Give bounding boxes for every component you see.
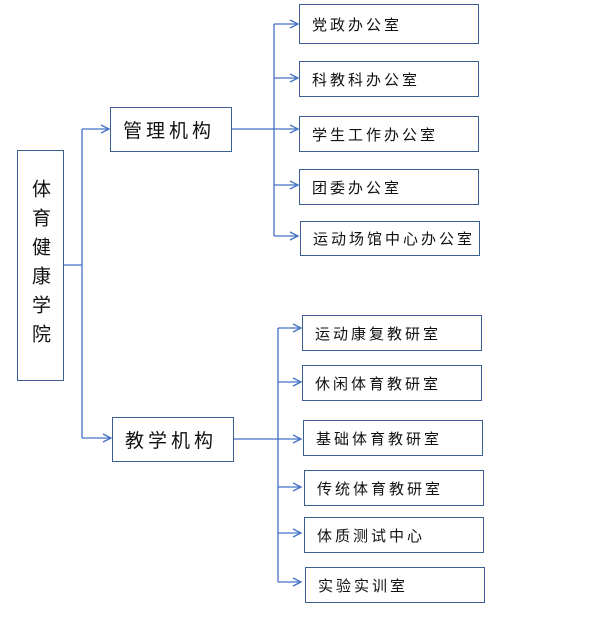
branch-label: 教学机构 — [125, 430, 218, 452]
arrowhead — [292, 377, 303, 387]
arrowhead — [289, 19, 300, 29]
leaf-node: 实验实训室 — [305, 567, 485, 603]
leaf-node: 运动康复教研室 — [302, 315, 482, 351]
branch-management: 管理机构 — [110, 107, 232, 152]
leaf-label: 科教科办公室 — [312, 70, 421, 89]
arrowhead — [292, 482, 303, 492]
leaf-label: 基础体育教研室 — [316, 429, 443, 448]
leaf-label: 体质测试中心 — [317, 526, 426, 545]
arrowhead — [292, 434, 303, 444]
leaf-label: 学生工作办公室 — [312, 125, 439, 144]
leaf-node: 基础体育教研室 — [303, 420, 483, 456]
leaf-node: 团委办公室 — [299, 169, 479, 205]
arrowhead — [292, 577, 303, 587]
branch-label: 管理机构 — [123, 120, 216, 142]
arrowhead — [289, 124, 300, 134]
arrowhead — [289, 180, 300, 190]
leaf-label: 传统体育教研室 — [317, 479, 444, 498]
arrowhead — [102, 433, 113, 443]
leaf-label: 团委办公室 — [312, 178, 403, 197]
arrowhead — [292, 323, 303, 333]
arrowhead — [100, 124, 111, 134]
leaf-node: 科教科办公室 — [299, 61, 479, 97]
arrowhead — [289, 231, 300, 241]
leaf-label: 党政办公室 — [312, 15, 403, 34]
leaf-label: 运动场馆中心办公室 — [313, 230, 476, 248]
leaf-node: 运动场馆中心办公室 — [300, 221, 480, 256]
root-label: 体育健康学院 — [29, 178, 51, 353]
leaf-label: 实验实训室 — [318, 576, 409, 595]
arrowhead — [289, 73, 300, 83]
leaf-node: 休闲体育教研室 — [302, 365, 482, 401]
root-node: 体育健康学院 — [17, 150, 64, 381]
arrowhead — [292, 528, 303, 538]
leaf-label: 运动康复教研室 — [315, 324, 442, 343]
leaf-node: 学生工作办公室 — [299, 116, 479, 152]
branch-teaching: 教学机构 — [112, 417, 234, 462]
leaf-label: 休闲体育教研室 — [315, 374, 442, 393]
leaf-node: 党政办公室 — [299, 4, 479, 44]
leaf-node: 传统体育教研室 — [304, 470, 484, 506]
leaf-node: 体质测试中心 — [304, 517, 484, 553]
